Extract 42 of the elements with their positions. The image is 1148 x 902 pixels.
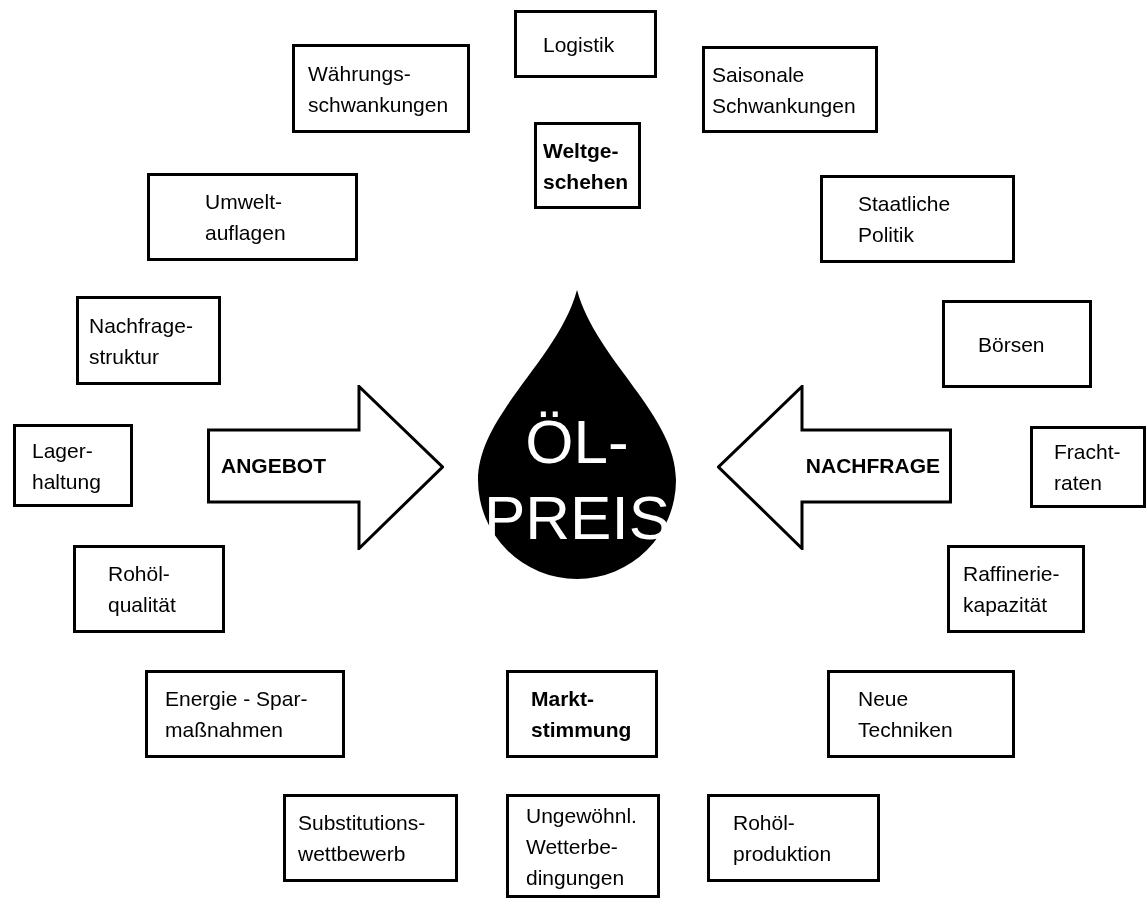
factor-box bbox=[514, 10, 657, 78]
box-label: Lager- haltung bbox=[32, 437, 102, 495]
box-label: Saisonale Schwankungen bbox=[712, 61, 857, 119]
box-label: Markt- stimmung bbox=[531, 686, 633, 743]
oil-drop bbox=[478, 290, 676, 580]
arrow-label: NACHFRAGE bbox=[805, 453, 940, 480]
box-label: Substitutions- wettbewerb bbox=[298, 810, 427, 867]
box-label: Logistik bbox=[543, 31, 616, 58]
factor-box bbox=[145, 670, 345, 758]
factor-box bbox=[147, 173, 358, 261]
box-label: Rohöl- qualität bbox=[108, 561, 177, 618]
block-arrow bbox=[717, 385, 952, 550]
block-arrow bbox=[207, 385, 444, 550]
factor-box bbox=[702, 46, 878, 133]
box-label: Neue Techniken bbox=[858, 686, 954, 743]
box-label: Börsen bbox=[978, 331, 1046, 358]
box-label: Raffinerie- kapazität bbox=[963, 561, 1061, 618]
factor-box bbox=[707, 794, 880, 882]
box-label: Nachfrage- struktur bbox=[89, 312, 194, 370]
box-label: Ungewöhnl. Wetterbe- dingungen bbox=[526, 802, 638, 891]
factor-box bbox=[73, 545, 225, 633]
factor-box bbox=[827, 670, 1015, 758]
box-label: Weltge- schehen bbox=[543, 137, 630, 195]
box-label: Währungs- schwankungen bbox=[308, 60, 450, 118]
drop-label: ÖL- PREIS bbox=[482, 406, 672, 554]
box-label: Staatliche Politik bbox=[858, 191, 952, 248]
factor-box bbox=[292, 44, 470, 133]
arrow-label: ANGEBOT bbox=[221, 453, 326, 480]
box-label: Energie - Spar- maßnahmen bbox=[165, 686, 309, 743]
factor-box bbox=[1030, 426, 1146, 508]
factor-box bbox=[13, 424, 133, 507]
factor-box bbox=[942, 300, 1092, 388]
factor-box bbox=[820, 175, 1015, 263]
factor-box bbox=[534, 122, 641, 209]
factor-box bbox=[506, 794, 660, 898]
factor-box bbox=[283, 794, 458, 882]
box-label: Fracht- raten bbox=[1054, 439, 1122, 496]
factor-box bbox=[76, 296, 221, 385]
factor-box bbox=[506, 670, 658, 758]
box-label: Rohöl- produktion bbox=[733, 810, 833, 867]
factor-box bbox=[947, 545, 1085, 633]
box-label: Umwelt- auflagen bbox=[205, 189, 287, 246]
